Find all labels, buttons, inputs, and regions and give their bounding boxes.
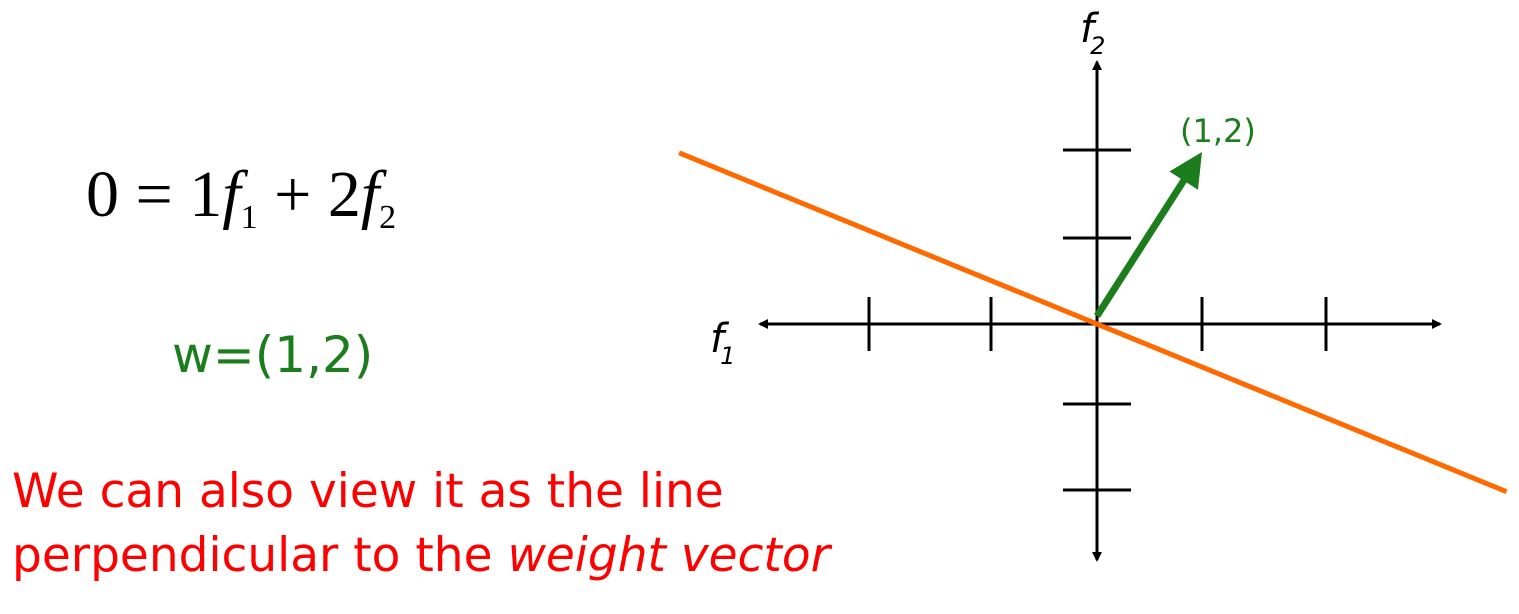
vector-label: (1,2) <box>1180 112 1256 150</box>
y-axis-label: f2 <box>1080 6 1105 60</box>
caption-line-2: perpendicular to the weight vector <box>12 524 830 588</box>
caption-emphasis: weight vector <box>507 528 830 583</box>
equation-lhs: 0 <box>86 158 119 231</box>
equation-plus: + <box>274 158 312 231</box>
equation: 0 = 1f1 + 2f2 <box>86 162 396 235</box>
equation-coef2: 2 <box>327 158 361 231</box>
caption-line-1: We can also view it as the line <box>12 464 724 519</box>
equation-var2: f <box>360 158 380 231</box>
equation-var1: f <box>222 158 241 231</box>
equation-equals: = <box>135 158 173 231</box>
equation-sub1: 1 <box>240 199 258 236</box>
equation-sub2: 2 <box>379 199 397 236</box>
equation-coef1: 1 <box>189 158 223 231</box>
caption: We can also view it as the line perpendi… <box>12 460 830 588</box>
caption-line-2-prefix: perpendicular to the <box>12 528 508 583</box>
axes <box>758 60 1442 562</box>
weight-vector-group <box>1094 152 1202 318</box>
decision-line <box>678 150 1508 495</box>
decision-line-group <box>678 150 1508 495</box>
axis-ticks <box>867 148 1328 492</box>
x-axis-label: f1 <box>710 316 735 370</box>
weight-vector-arrowhead <box>1169 152 1202 190</box>
weight-vector-text: w=(1,2) <box>172 326 374 384</box>
weight-vector-shaft <box>1094 177 1188 318</box>
